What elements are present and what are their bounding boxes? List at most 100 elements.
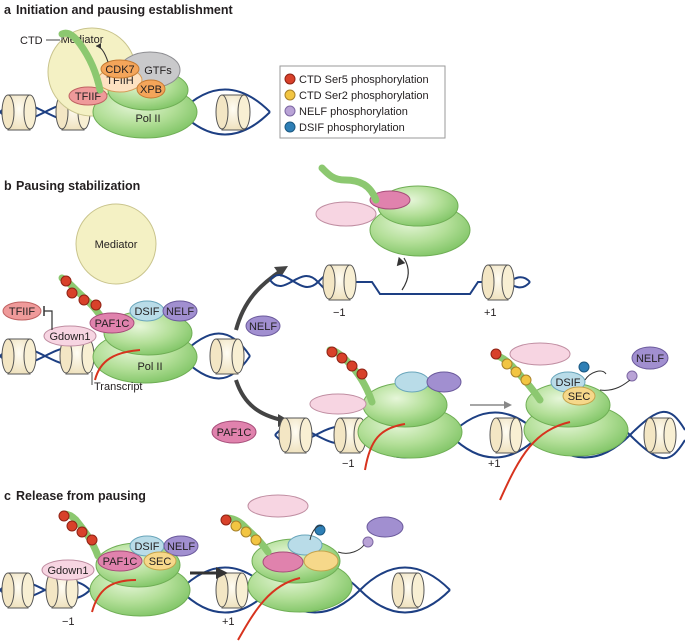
sec [562, 386, 596, 406]
xpb [136, 79, 166, 99]
cdk7-label: CDK7 [105, 64, 134, 76]
paf1c-released [211, 420, 257, 444]
paf1c [97, 550, 143, 572]
rna-transcript [91, 579, 137, 613]
paf1c [89, 312, 135, 334]
ser5-phospho [220, 514, 232, 526]
paf1c-label: PAF1C [95, 318, 130, 330]
panel-c-letter: c [4, 489, 11, 503]
inhibition-mark [44, 310, 53, 330]
svg-text:CTD Ser5 phosphorylation: CTD Ser5 phosphorylation [299, 74, 429, 86]
nucleosome [215, 94, 251, 131]
ctd-tail [58, 29, 104, 94]
nelf-label: NELF [636, 353, 664, 365]
svg-text:DSIF phosphorylation: DSIF phosphorylation [299, 122, 405, 134]
phospho-arrow [599, 379, 631, 391]
ser5-phospho [66, 520, 78, 532]
mediator [75, 203, 157, 285]
tfiif [2, 301, 42, 321]
nelf [163, 535, 199, 557]
panel-c-title: Release from pausing [16, 489, 146, 503]
nelf-label: NELF [167, 541, 195, 553]
panel-a: a Initiation and pausing establishment M… [0, 3, 271, 139]
position-minus1: −1 [342, 458, 355, 470]
nelf-released [631, 346, 669, 370]
cdk7 [100, 59, 140, 79]
position-plus1: +1 [222, 616, 235, 628]
ctd-tail [318, 164, 380, 204]
tfiif-label: TFIIF [75, 91, 102, 103]
ser5-phospho [60, 275, 72, 287]
nucleosome [278, 417, 313, 454]
rna-transcript [237, 577, 301, 641]
branch-arrow-down [234, 379, 283, 422]
nelf-released [245, 315, 281, 337]
ser2-phospho [520, 374, 532, 386]
panel-b: b Pausing stabilization Mediator Pol II [0, 164, 685, 501]
ser5-phospho [326, 346, 338, 358]
ser5-phospho [86, 534, 98, 546]
nucleosome [1, 338, 37, 375]
nelf-released [366, 516, 404, 538]
svg-text:CTD Ser2 phosphorylation: CTD Ser2 phosphorylation [299, 90, 429, 102]
dsif-label: DSIF [555, 377, 580, 389]
dsif-phospho [578, 361, 590, 373]
nucleosome [391, 572, 425, 609]
ser2-phospho [510, 366, 522, 378]
paf1c-label: PAF1C [103, 556, 138, 568]
ser5-phospho [356, 368, 368, 380]
gdown1 [509, 342, 571, 366]
dsif [287, 534, 323, 556]
gdown1 [43, 325, 97, 347]
nucleosome [1, 94, 37, 131]
ser5-phospho [76, 526, 88, 538]
nelf-phospho [626, 370, 638, 382]
gdown1 [247, 494, 309, 518]
ser2-phospho [240, 526, 252, 538]
phospho-arrow [309, 525, 323, 541]
tfiif-label: TFIIF [9, 306, 36, 318]
ser5-phospho [346, 360, 358, 372]
sec-label: SEC [149, 556, 172, 568]
gdown1-label: Gdown1 [48, 565, 89, 577]
gdown1 [41, 559, 95, 581]
rna-transcript [94, 349, 141, 381]
nelf-label: NELF [166, 306, 194, 318]
nucleosome [643, 417, 677, 454]
pol2-label: Pol II [135, 113, 160, 125]
branch-arrow-up [234, 268, 284, 331]
position-minus1: −1 [333, 307, 346, 319]
ser5-phospho [78, 294, 90, 306]
panel-b-letter: b [4, 179, 12, 193]
svg-text:NELF phosphorylation: NELF phosphorylation [299, 106, 408, 118]
legend-item-ser5: CTD Ser5 phosphorylation [284, 73, 429, 86]
nucleosome [209, 338, 245, 375]
sec-label: SEC [568, 391, 591, 403]
phospho-arrow [337, 544, 365, 554]
gtfs-label: GTFs [144, 65, 172, 77]
nucleosome [481, 264, 515, 301]
sec [143, 551, 177, 571]
dsif-label: DSIF [134, 541, 159, 553]
position-minus1: −1 [62, 616, 75, 628]
gdown1 [315, 201, 377, 227]
ser5-phospho [490, 348, 502, 360]
xpb-label: XPB [140, 84, 162, 96]
nucleosome [59, 338, 95, 375]
legend: CTD Ser5 phosphorylation CTD Ser2 phosph… [279, 65, 446, 139]
rna-transcript [364, 423, 406, 471]
nelf-label: NELF [249, 321, 277, 333]
nucleosome [1, 572, 35, 609]
dsif-phospho [314, 524, 326, 536]
tfiih-label: TFIIH [106, 75, 134, 87]
nelf [426, 371, 462, 393]
panel-c: c Release from pausing −1 +1 [0, 489, 451, 641]
paf1c-label: PAF1C [217, 427, 252, 439]
dsif-label: DSIF [134, 306, 159, 318]
ser5-phospho [66, 287, 78, 299]
release-arrow [401, 257, 409, 291]
paf1c [369, 190, 411, 210]
nelf [162, 300, 198, 322]
panel-b-title: Pausing stabilization [16, 179, 140, 193]
